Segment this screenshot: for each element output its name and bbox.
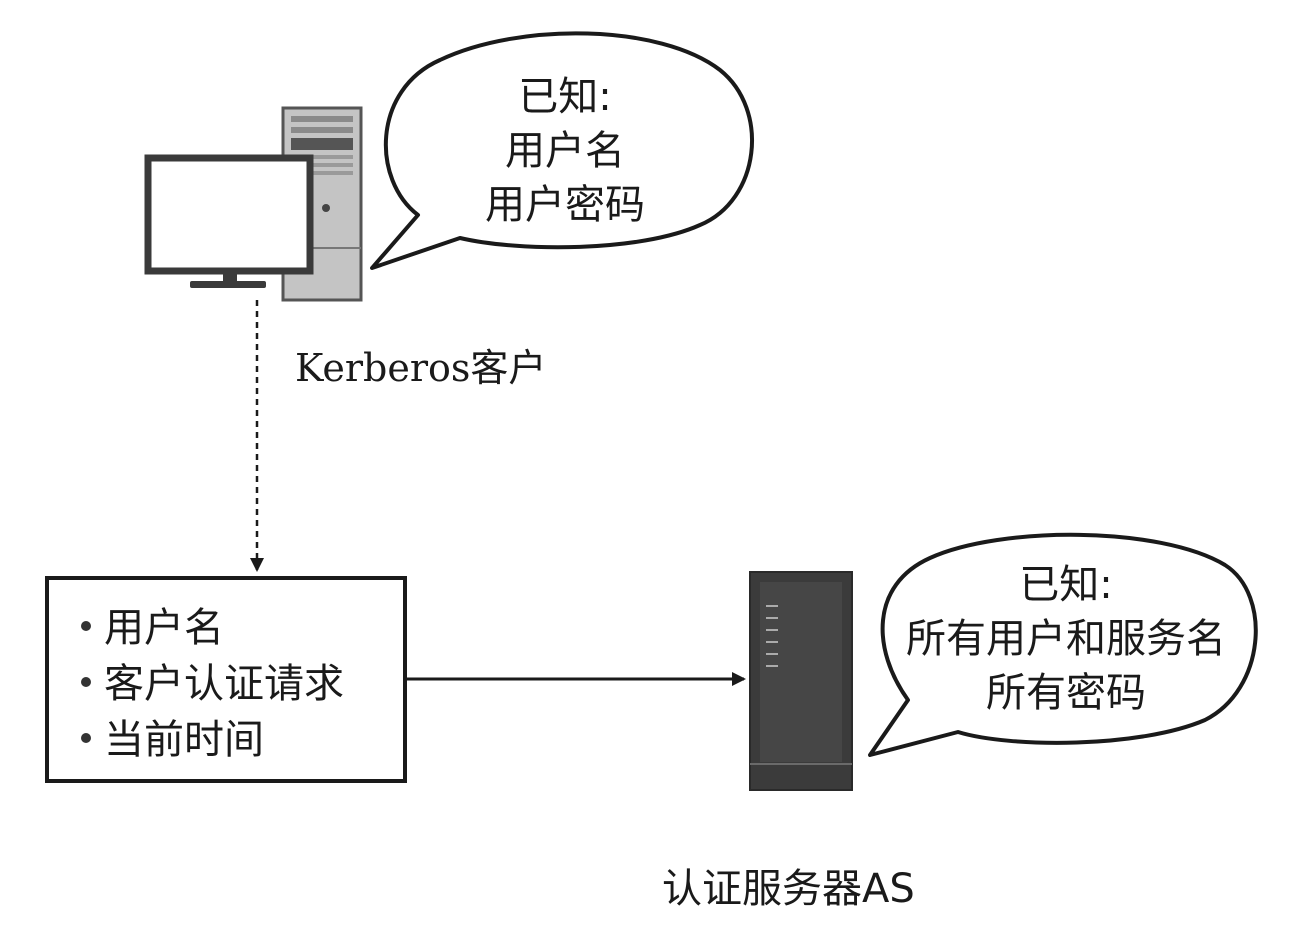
server-icon	[749, 571, 853, 791]
request-item-username: 用户名	[104, 605, 224, 651]
client-computer-icon	[144, 106, 363, 302]
bullet-3	[81, 733, 91, 743]
client-knowledge-bubble: 已知: 用户名 用户密码	[370, 31, 754, 270]
server-knowledge-bubble: 已知: 所有用户和服务名 所有密码	[868, 532, 1258, 757]
client-bubble-line-1: 用户名	[505, 128, 625, 174]
request-item-current-time: 当前时间	[104, 717, 264, 763]
client-bubble-line-2: 用户密码	[485, 182, 645, 228]
request-item-auth-request: 客户认证请求	[104, 661, 344, 707]
server-bubble-line-2: 所有密码	[986, 670, 1146, 716]
bullet-1	[81, 621, 91, 631]
client-bubble-title: 已知:	[518, 74, 611, 120]
bullet-2	[81, 677, 91, 687]
server-bubble-title: 已知:	[1019, 562, 1112, 608]
server-label: 认证服务器AS	[662, 866, 915, 912]
client-label: Kerberos客户	[295, 346, 546, 390]
server-bubble-line-1: 所有用户和服务名	[906, 616, 1226, 662]
request-box: 用户名 客户认证请求 当前时间	[45, 576, 407, 783]
